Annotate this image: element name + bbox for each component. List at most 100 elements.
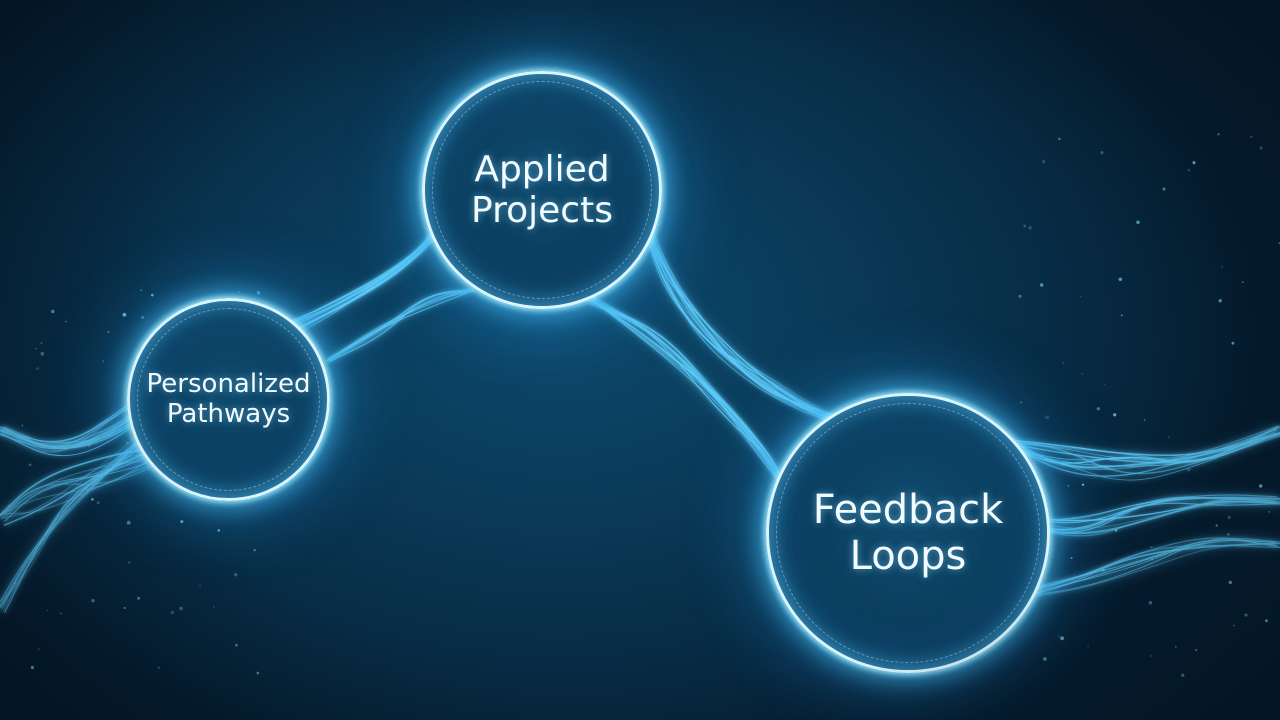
particle — [36, 367, 39, 370]
strand-line — [591, 299, 792, 503]
particle — [91, 598, 95, 603]
particle — [40, 351, 45, 356]
particle — [1072, 515, 1075, 518]
strand-glow — [588, 298, 793, 498]
particle — [237, 291, 240, 294]
particle — [87, 443, 91, 447]
strand-line — [589, 296, 790, 503]
particle — [14, 582, 16, 585]
particle — [1136, 220, 1140, 225]
particle — [1100, 151, 1104, 155]
particle — [108, 468, 111, 471]
particle — [1113, 413, 1117, 417]
particle — [1232, 624, 1235, 627]
particle — [234, 573, 238, 577]
strand-line — [590, 296, 791, 499]
particle — [1062, 362, 1065, 365]
particle — [35, 347, 37, 350]
particle — [79, 477, 82, 480]
particle — [1058, 635, 1060, 637]
particle — [1058, 137, 1061, 141]
particle — [1227, 515, 1231, 519]
strand-line — [589, 297, 791, 498]
particle — [1215, 524, 1218, 527]
particle — [65, 320, 67, 323]
particle — [1265, 619, 1268, 623]
particle — [37, 648, 40, 650]
particle — [1081, 483, 1085, 486]
particle — [1244, 613, 1248, 617]
node-feedback-loops-label: Feedback Loops — [812, 487, 1004, 579]
particle — [1045, 415, 1050, 420]
node-applied-projects: Applied Projects — [422, 71, 662, 309]
particle — [179, 606, 183, 611]
particle — [1148, 601, 1153, 605]
particle — [1087, 517, 1090, 519]
strand-glow — [584, 297, 788, 503]
node-feedback-loops: Feedback Loops — [766, 393, 1050, 673]
particle — [1242, 281, 1244, 283]
particle — [21, 424, 24, 427]
particle — [1102, 568, 1105, 572]
particle — [1268, 511, 1271, 513]
particle — [1070, 557, 1073, 559]
particle — [1118, 277, 1123, 281]
particle — [122, 312, 127, 317]
particle — [1259, 146, 1263, 150]
particle — [1039, 283, 1044, 287]
particle — [140, 289, 142, 292]
particle — [107, 330, 110, 333]
strand-glow — [590, 295, 792, 499]
particle — [170, 610, 175, 615]
particle — [1150, 546, 1153, 549]
particle — [150, 293, 154, 297]
particle — [51, 309, 55, 314]
particle — [1043, 657, 1047, 661]
particle — [1186, 467, 1191, 472]
particle — [123, 606, 126, 610]
particle — [1162, 187, 1166, 191]
particle — [1028, 226, 1032, 230]
strand-line — [589, 300, 792, 497]
particle — [1217, 133, 1220, 136]
particle — [1020, 401, 1023, 404]
particle — [1120, 314, 1123, 317]
particle — [47, 609, 49, 612]
particle — [1067, 484, 1070, 487]
particle — [217, 529, 221, 532]
particle — [1259, 484, 1263, 488]
particle — [1187, 169, 1191, 172]
node-personalized-pathways-label: Personalized Pathways — [146, 368, 311, 429]
particle — [1150, 655, 1152, 657]
particle — [141, 315, 145, 319]
particle — [101, 360, 105, 363]
particle — [30, 665, 34, 670]
particle — [128, 561, 131, 564]
strand-line — [592, 295, 789, 500]
particle — [1018, 294, 1022, 298]
particle — [40, 341, 43, 344]
particle — [1168, 436, 1170, 438]
particle — [1175, 646, 1177, 648]
strand-line — [584, 298, 788, 502]
particle — [253, 548, 256, 552]
particle — [28, 463, 32, 467]
node-applied-projects-label: Applied Projects — [471, 148, 613, 231]
particle — [1103, 383, 1106, 385]
particle — [1087, 645, 1089, 647]
particle — [157, 666, 160, 669]
particle — [1114, 529, 1118, 532]
particle — [213, 606, 215, 608]
particle — [256, 291, 261, 295]
particle — [256, 671, 260, 675]
particle — [1079, 295, 1082, 298]
particle — [1143, 419, 1146, 421]
particle — [126, 520, 131, 525]
particle — [1180, 673, 1185, 677]
strand-line — [587, 296, 788, 503]
strand-line — [592, 300, 794, 501]
particle — [1192, 161, 1196, 165]
particle — [1228, 580, 1233, 585]
strand-glow — [589, 298, 796, 504]
